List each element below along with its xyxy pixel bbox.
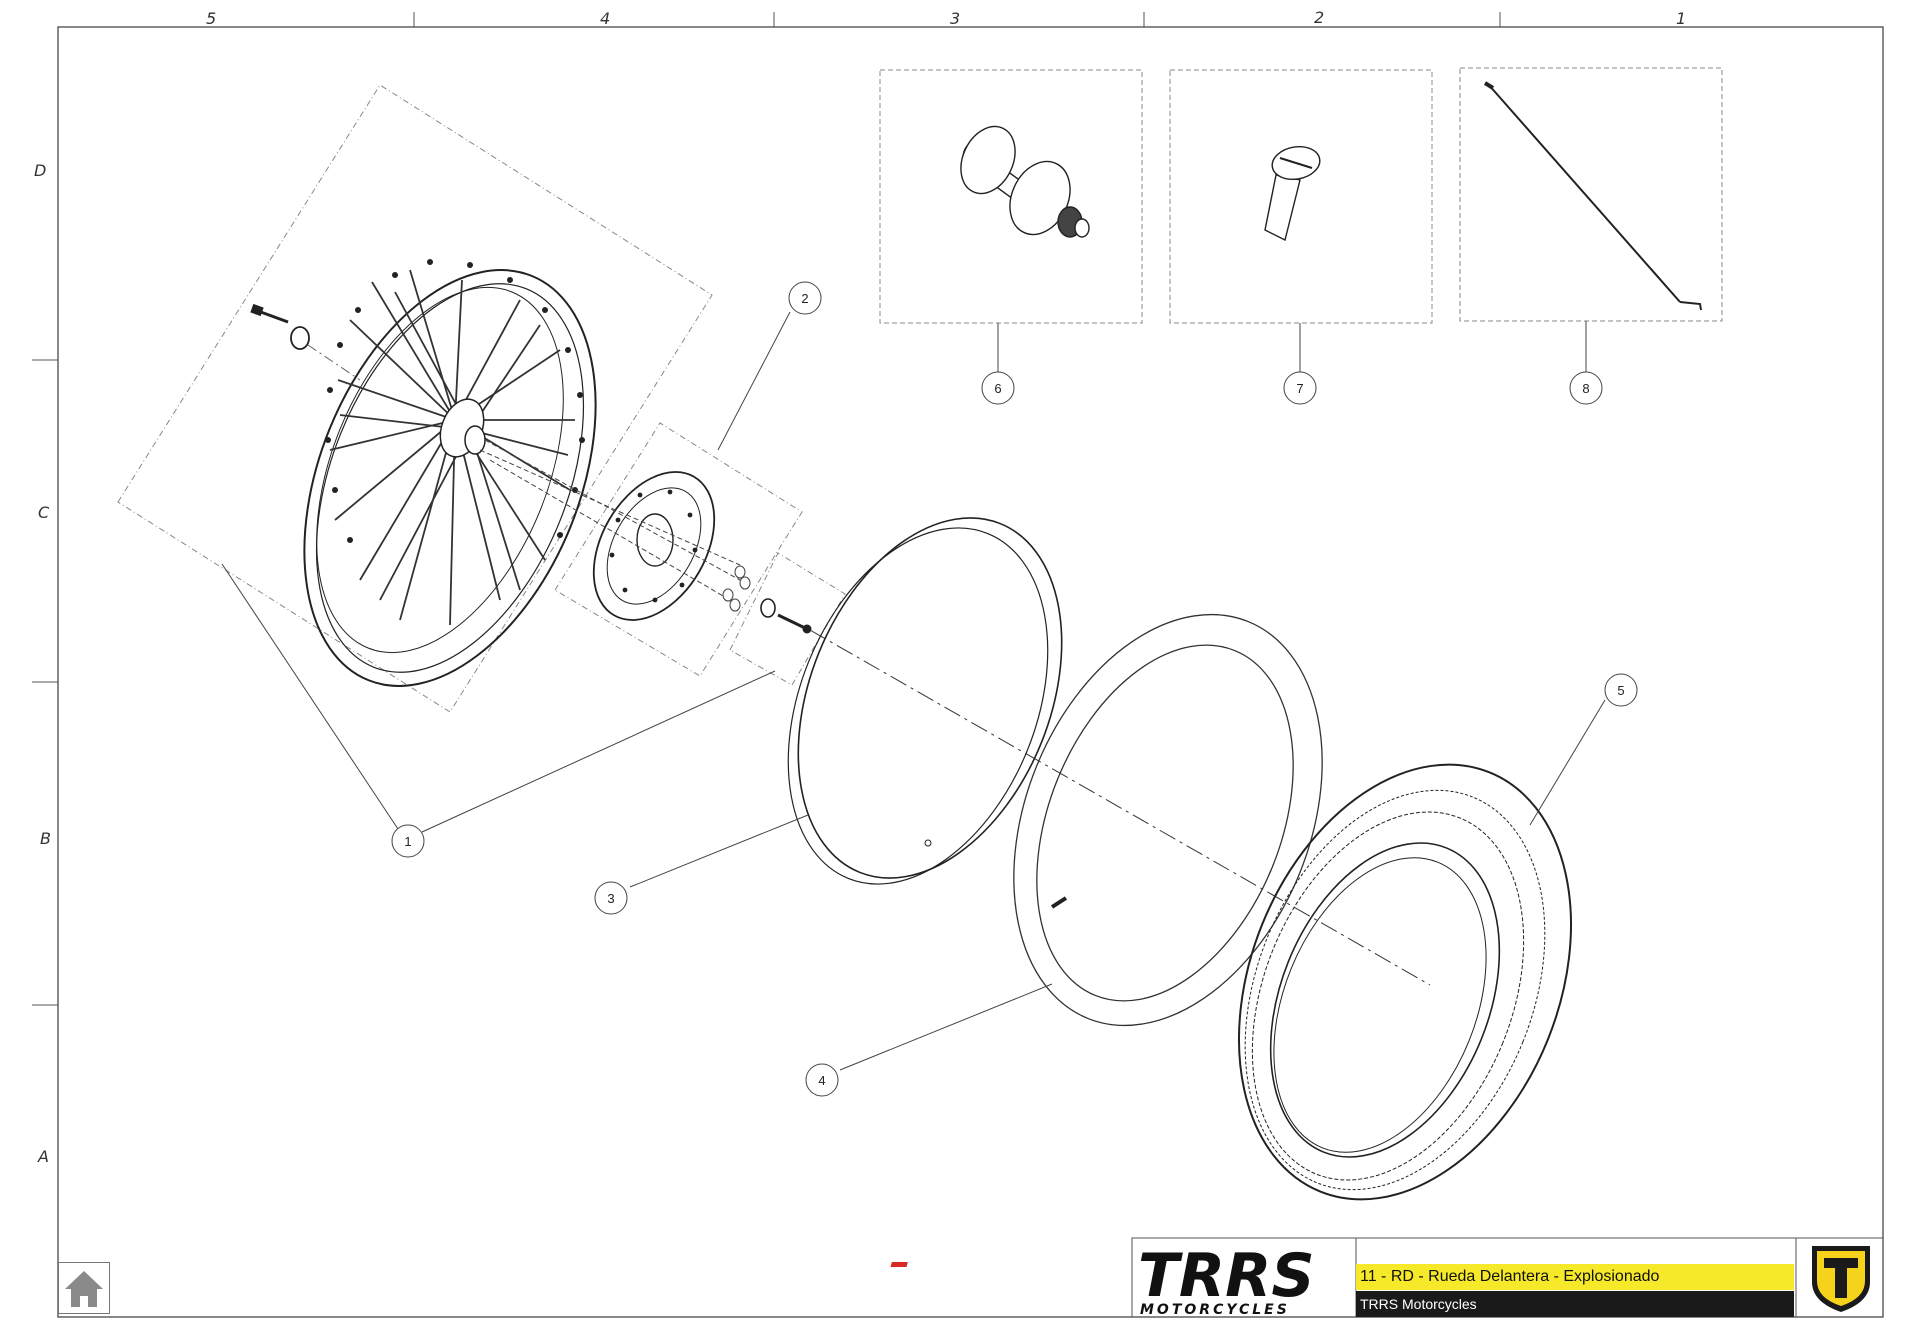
sheet-border [57,26,1884,1318]
tyre [1238,763,1572,1201]
drawing-title: 11 - RD - Rueda Delantera - Explosionado [1356,1264,1794,1290]
spoked-wheel [303,259,597,687]
callout-3: 3 [594,881,628,915]
svg-text:TRRS: TRRS [1138,1241,1315,1311]
home-button[interactable] [58,1262,110,1314]
svg-text:4: 4 [818,1073,825,1088]
zone-ticks [32,12,1501,1006]
rim-tape [787,517,1063,885]
zone-col-4: 4 [600,9,610,28]
svg-text:6: 6 [994,381,1001,396]
callout-6: 6 [981,371,1015,405]
home-icon [65,1271,103,1307]
callout-4: 4 [805,1063,839,1097]
shield-badge-icon [1812,1246,1870,1312]
zone-col-1: 1 [1676,9,1686,28]
brake-disc [592,471,716,621]
inner-tube [1013,613,1323,1027]
detail-box-hub [879,69,1143,324]
spoke-nipple [1264,146,1321,242]
callout-8: 8 [1569,371,1603,405]
spoke [1483,81,1702,311]
svg-text:2: 2 [801,291,808,306]
zone-col-2: 2 [1314,8,1324,27]
callout-2: 2 [788,281,822,315]
trrs-logo: TRRS MOTORCYCLES [890,1241,1315,1318]
callout-5: 5 [1604,673,1638,707]
axle-bolt-left [250,303,361,381]
detail-box-spoke [1459,67,1723,322]
axle-spacer-right [760,598,812,634]
zone-row-B: B [40,829,51,848]
disc-bolts [479,439,751,612]
zone-row-C: C [38,503,50,522]
detail-box-nipple [1169,69,1433,324]
axle-assembly-outline [729,552,846,686]
callout-1: 1 [391,824,425,858]
zone-row-D: D [34,161,46,180]
svg-text:MOTORCYCLES: MOTORCYCLES [1140,1302,1290,1318]
svg-text:3: 3 [607,891,614,906]
center-axis [809,629,1431,986]
zone-col-3: 3 [950,9,960,28]
hub [960,125,1090,238]
svg-text:7: 7 [1296,381,1303,396]
zone-col-5: 5 [206,9,216,28]
disc-assembly-outline [554,422,803,677]
svg-text:5: 5 [1617,683,1624,698]
svg-text:1: 1 [404,834,411,849]
svg-text:8: 8 [1582,381,1589,396]
leader-lines [221,311,1606,1071]
wheel-assembly-outline [117,84,713,713]
drawing-subtitle: TRRS Motorcycles [1356,1291,1794,1317]
zone-row-A: A [37,1147,49,1166]
callout-7: 7 [1283,371,1317,405]
